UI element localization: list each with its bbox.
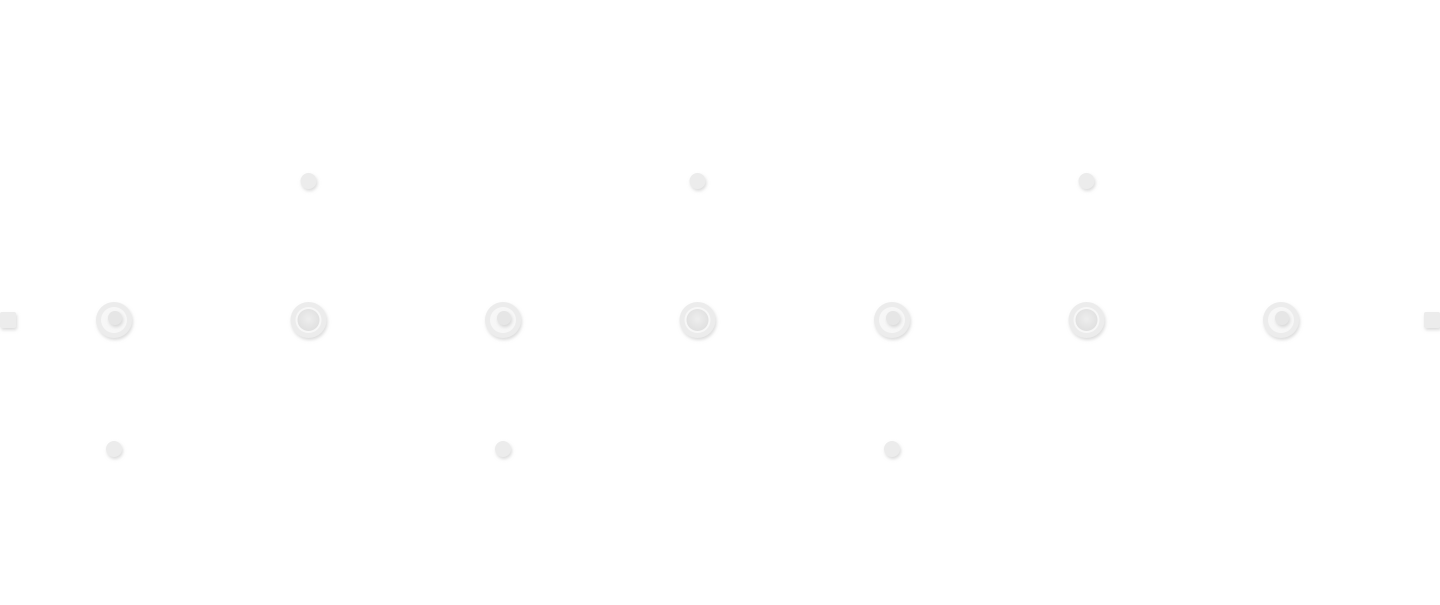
node-core-disc [297, 309, 320, 331]
node-core-dot [108, 311, 122, 325]
timeline-lines [0, 181, 1440, 449]
node-core-disc [1075, 309, 1098, 331]
axis-end-cap [1424, 312, 1440, 328]
branch-end-dot [884, 441, 900, 457]
timeline-node [1068, 302, 1105, 338]
branch-end-dot [106, 441, 122, 457]
axis-start-cap [0, 312, 16, 328]
node-core-dot [497, 311, 511, 325]
timeline-node [485, 302, 521, 338]
node-core-disc [686, 309, 709, 331]
timeline-node [679, 302, 716, 338]
timeline-node [290, 302, 327, 338]
timeline-node [874, 302, 910, 338]
timeline-node [96, 302, 132, 338]
branch-end-dot [1078, 173, 1095, 189]
branch-end-dot [300, 173, 317, 189]
timeline-node [1263, 302, 1299, 338]
timeline-nodes [96, 173, 1299, 457]
node-core-dot [1275, 311, 1289, 325]
branch-end-dot [495, 441, 511, 457]
branch-end-dot [689, 173, 706, 189]
node-core-dot [886, 311, 900, 325]
